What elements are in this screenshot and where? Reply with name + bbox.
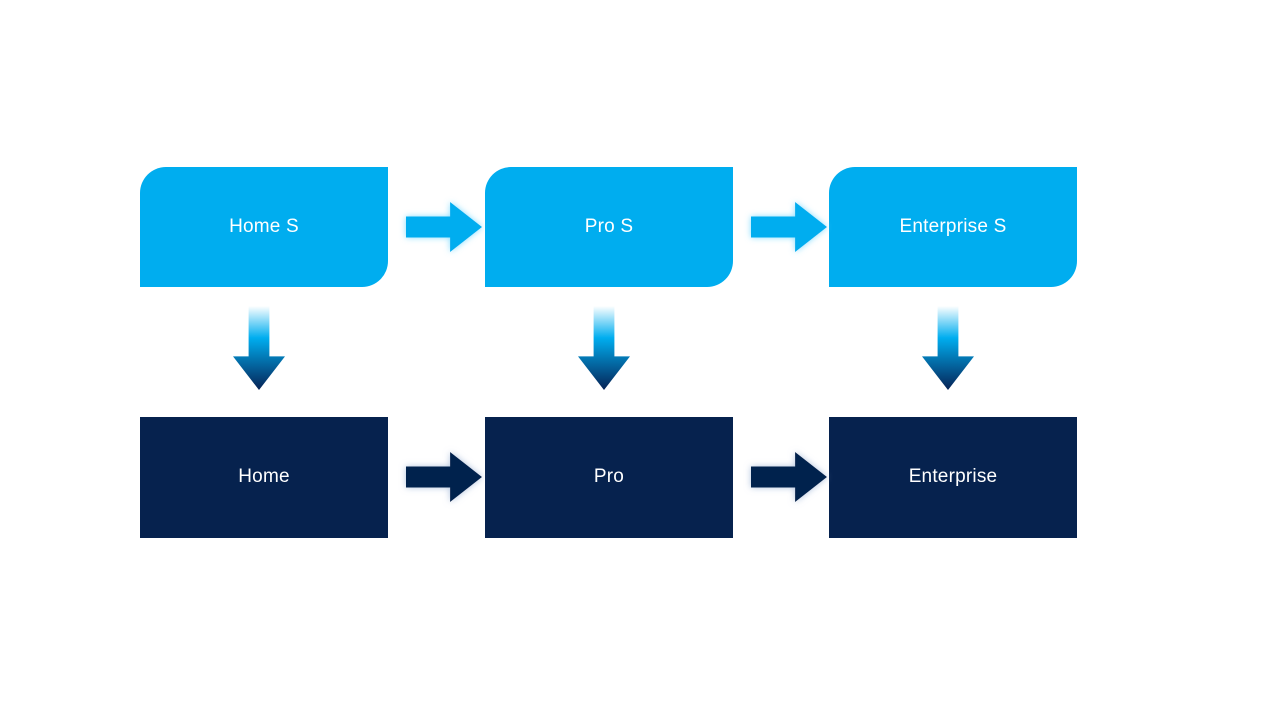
arrow-pro-to-enterprise [751, 452, 827, 502]
node-enterprise[interactable]: Enterprise [829, 417, 1077, 538]
arrow-pro-s-to-pro [578, 306, 630, 390]
arrow-shape-home-s-to-home [233, 306, 285, 390]
arrow-home-to-pro [406, 452, 482, 502]
arrow-shape-home-s-to-pro-s [406, 202, 482, 252]
node-pro[interactable]: Pro [485, 417, 733, 538]
node-pro-s-label: Pro S [584, 215, 634, 237]
arrow-pro-s-to-enterprise-s [751, 202, 827, 252]
node-pro-s[interactable]: Pro S [485, 167, 733, 287]
node-home[interactable]: Home [140, 417, 388, 538]
arrow-shape-pro-to-enterprise [751, 452, 827, 502]
node-enterprise-s-label: Enterprise S [899, 215, 1007, 237]
node-home-label: Home [238, 466, 290, 488]
arrow-home-s-to-pro-s [406, 202, 482, 252]
arrow-shape-pro-s-to-pro [578, 306, 630, 390]
arrow-home-s-to-home [233, 306, 285, 390]
arrow-shape-home-to-pro [406, 452, 482, 502]
node-enterprise-s[interactable]: Enterprise S [829, 167, 1077, 287]
node-enterprise-label: Enterprise [908, 466, 998, 488]
node-pro-label: Pro [593, 466, 625, 488]
node-home-s[interactable]: Home S [140, 167, 388, 287]
arrow-shape-pro-s-to-enterprise-s [751, 202, 827, 252]
arrow-enterprise-s-to-enterprise [922, 306, 974, 390]
node-home-s-label: Home S [229, 215, 299, 237]
arrow-shape-enterprise-s-to-enterprise [922, 306, 974, 390]
